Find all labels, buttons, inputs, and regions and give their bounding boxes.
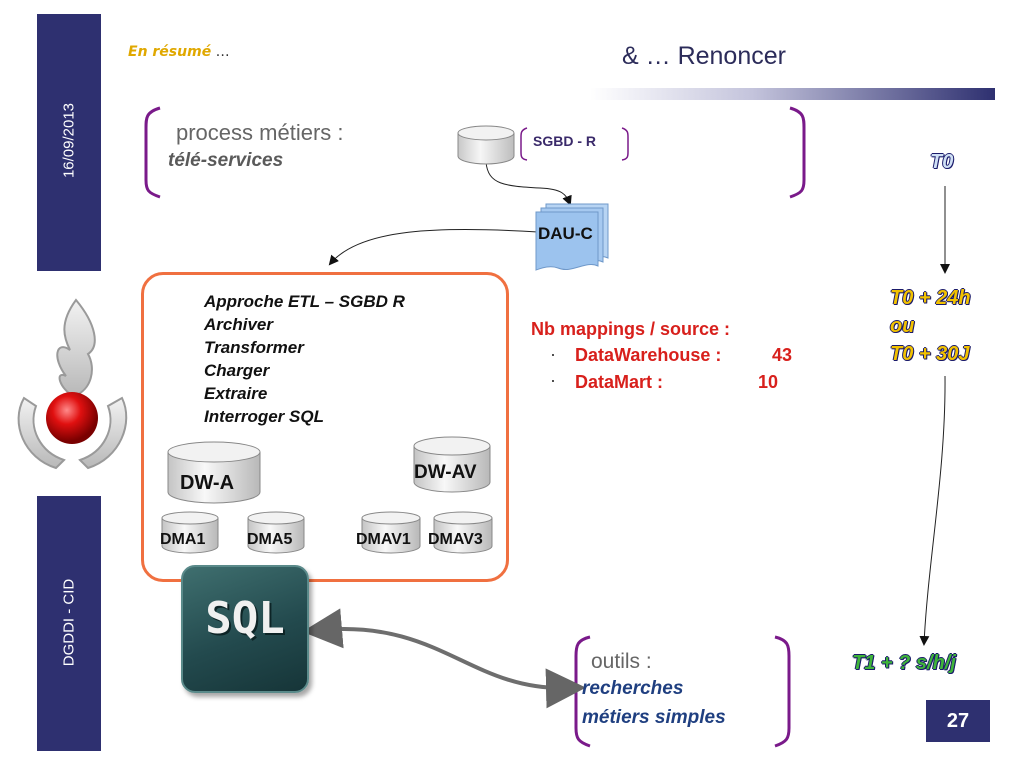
database-dw-a-icon: [167, 441, 261, 504]
mapping-dw-value: 43: [772, 345, 793, 365]
section-prefix: En résumé: [128, 44, 212, 60]
bracket-right-process: [789, 106, 806, 199]
dmav1-label: DMAV1: [356, 531, 411, 548]
tools-title: outils :: [591, 650, 652, 673]
mapping-dw-label: DataWarehouse :: [575, 345, 722, 365]
etl-steps: Approche ETL – SGBD R Archiver Transform…: [204, 290, 405, 428]
section-suffix: …: [211, 44, 230, 60]
process-subtitle: télé-services: [168, 150, 284, 171]
etl-line: Archiver: [204, 315, 273, 334]
dmav3-label: DMAV3: [428, 531, 483, 548]
mapping-dm-value: 10: [758, 372, 779, 392]
timeline-t0: T0: [930, 151, 954, 173]
etl-line: Approche ETL – SGBD R: [204, 292, 405, 311]
bracket-right-tools: [774, 635, 791, 748]
dma5-label: DMA5: [247, 531, 293, 548]
arrow-sgbd-dau: [485, 161, 572, 206]
bracket-left-process: [144, 106, 161, 199]
database-dma5-icon: [247, 511, 305, 554]
sidebar-bottom-band: DGDDI - CID: [37, 496, 101, 751]
flame-logo-icon: [17, 298, 128, 470]
process-title: process métiers :: [176, 120, 344, 145]
timeline-t0-24h: T0 + 24h: [890, 287, 971, 309]
mappings-title: Nb mappings / source :: [531, 319, 731, 339]
timeline-ou: ou: [890, 315, 915, 337]
etl-line: Transformer: [204, 338, 304, 357]
slide-title: & … Renoncer: [622, 42, 786, 70]
database-dma1-icon: [161, 511, 219, 554]
sql-logo-text: SQL: [205, 593, 285, 644]
sidebar-top-band: 16/09/2013: [37, 14, 101, 271]
mapping-dm-label: DataMart :: [575, 372, 664, 392]
database-sgbd-icon: [457, 125, 515, 165]
dau-label: DAU-C: [538, 224, 593, 243]
dw-a-label: DW-A: [180, 472, 235, 494]
etl-line: Charger: [204, 361, 270, 380]
dma1-label: DMA1: [160, 531, 206, 548]
database-dw-av-icon: [413, 436, 491, 493]
database-dmav3-icon: [433, 511, 493, 554]
sql-logo-icon: SQL: [181, 565, 309, 693]
dau-document-icon: [535, 203, 609, 271]
etl-box: [141, 272, 509, 582]
title-underline-bar: [590, 88, 995, 100]
arrow-t24-t1: [919, 375, 946, 646]
page-number: 27: [926, 700, 990, 742]
arrow-dau-etl: [328, 228, 539, 266]
timeline-t1: T1 + ? s/h/j: [852, 652, 956, 674]
section-label: En résumé …: [128, 44, 230, 60]
etl-line: Interroger SQL: [204, 407, 324, 426]
database-dmav1-icon: [361, 511, 421, 554]
tools-line2: métiers simples: [582, 707, 726, 728]
tools-line1: recherches: [582, 678, 684, 699]
bullet-dot: ·: [550, 344, 556, 364]
timeline-t0-30j: T0 + 30J: [890, 343, 970, 365]
bullet-dot: ·: [550, 370, 556, 390]
sgbd-label: SGBD - R: [533, 133, 596, 149]
dw-av-label: DW-AV: [414, 462, 477, 483]
etl-line: Extraire: [204, 384, 268, 403]
arrow-sql-tools: [302, 608, 586, 709]
